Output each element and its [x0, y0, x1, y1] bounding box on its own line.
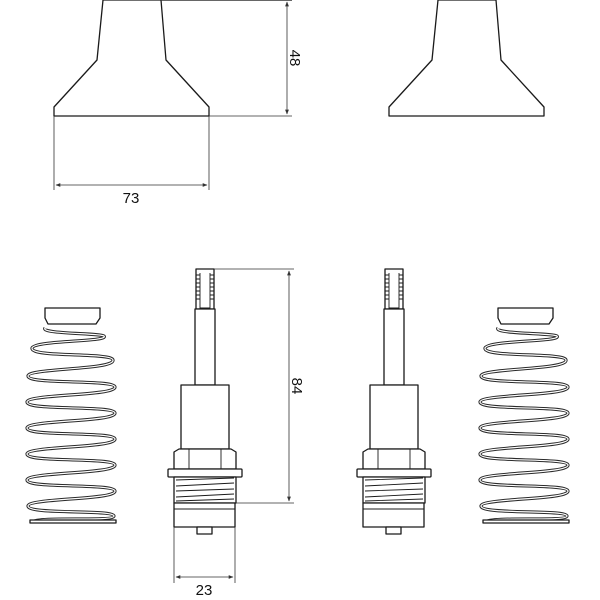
cartridge-width-dimension: 23: [173, 527, 236, 599]
handle-cap-right: [388, 0, 545, 117]
cartridge-right: [356, 268, 432, 535]
cartridge-width-label: 23: [196, 582, 213, 599]
cartridge-left: [167, 268, 243, 535]
handle-cap-left: [53, 0, 210, 117]
cartridge-height-dimension: 84: [214, 268, 305, 504]
spring-left: [25, 307, 117, 524]
cartridge-height-label: 84: [288, 378, 305, 395]
spring-right: [478, 307, 570, 524]
cap-width-dimension: 73: [53, 116, 210, 207]
cap-height-label: 48: [286, 50, 303, 67]
cap-height-dimension: 48: [161, 0, 303, 117]
cap-width-label: 73: [123, 190, 140, 207]
